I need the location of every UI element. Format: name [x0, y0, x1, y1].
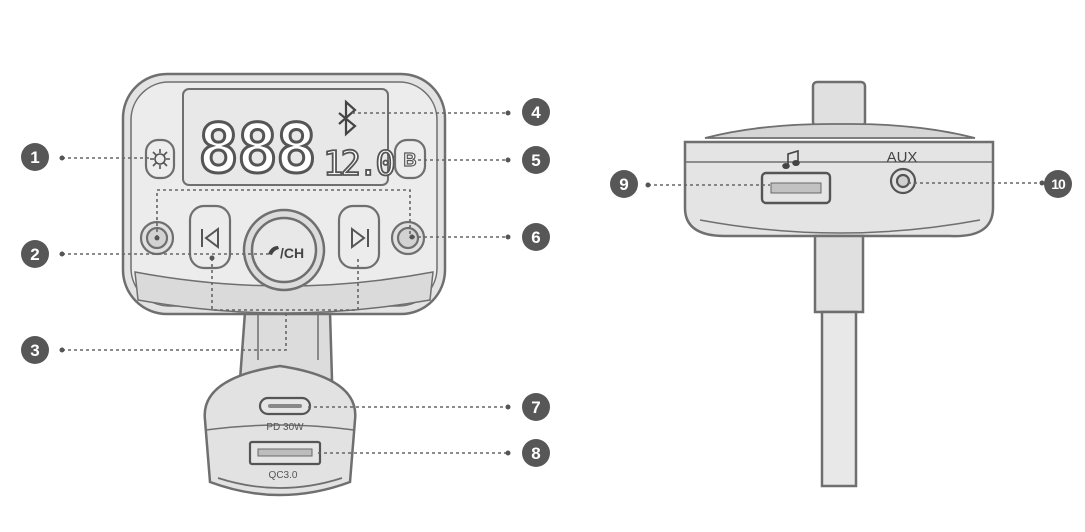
callout-5: 5 — [522, 146, 550, 174]
previous-button[interactable] — [188, 204, 232, 270]
leader-lines — [62, 112, 1042, 454]
call-button-label: /CH — [280, 245, 304, 261]
next-button[interactable] — [337, 204, 381, 270]
usb-a-label: QC3.0 — [269, 470, 298, 481]
side-body — [683, 140, 995, 238]
svg-text:3: 3 — [30, 341, 39, 360]
aux-label: AUX — [887, 149, 918, 166]
side-view — [683, 80, 995, 488]
leader-dots — [59, 110, 1045, 456]
svg-text:5: 5 — [531, 151, 540, 170]
music-note-icon — [782, 149, 800, 170]
callout-8: 8 — [522, 439, 550, 467]
svg-text:8: 8 — [531, 444, 540, 463]
display-screen — [182, 88, 389, 186]
b-button-label: B — [404, 150, 417, 170]
svg-text:9: 9 — [619, 175, 628, 194]
svg-text:4: 4 — [531, 103, 541, 122]
svg-text:1: 1 — [30, 148, 39, 167]
svg-text:6: 6 — [531, 228, 540, 247]
callout-4: 4 — [522, 98, 550, 126]
usb-c-label: PD 30W — [266, 422, 304, 433]
svg-text:10: 10 — [1051, 176, 1066, 192]
light-button[interactable] — [144, 138, 176, 180]
callout-10: 10 — [1044, 170, 1072, 198]
sun-icon — [150, 149, 170, 169]
callout-2: 2 — [21, 240, 49, 268]
small-digits: 12.0 — [323, 144, 394, 184]
call-button[interactable] — [242, 208, 326, 292]
callout-1: 1 — [21, 143, 49, 171]
callout-9: 9 — [610, 170, 638, 198]
right-knob[interactable] — [390, 220, 426, 256]
skip-previous-icon — [201, 227, 219, 249]
skip-next-icon — [351, 227, 369, 249]
b-button[interactable] — [393, 138, 427, 180]
main-digits: 888 — [198, 110, 315, 189]
svg-text:7: 7 — [531, 398, 540, 417]
phone-icon — [268, 246, 279, 255]
callout-6: 6 — [522, 223, 550, 251]
callout-7: 7 — [522, 393, 550, 421]
callout-3: 3 — [21, 336, 49, 364]
aux-port — [889, 167, 917, 195]
svg-text:2: 2 — [30, 245, 39, 264]
